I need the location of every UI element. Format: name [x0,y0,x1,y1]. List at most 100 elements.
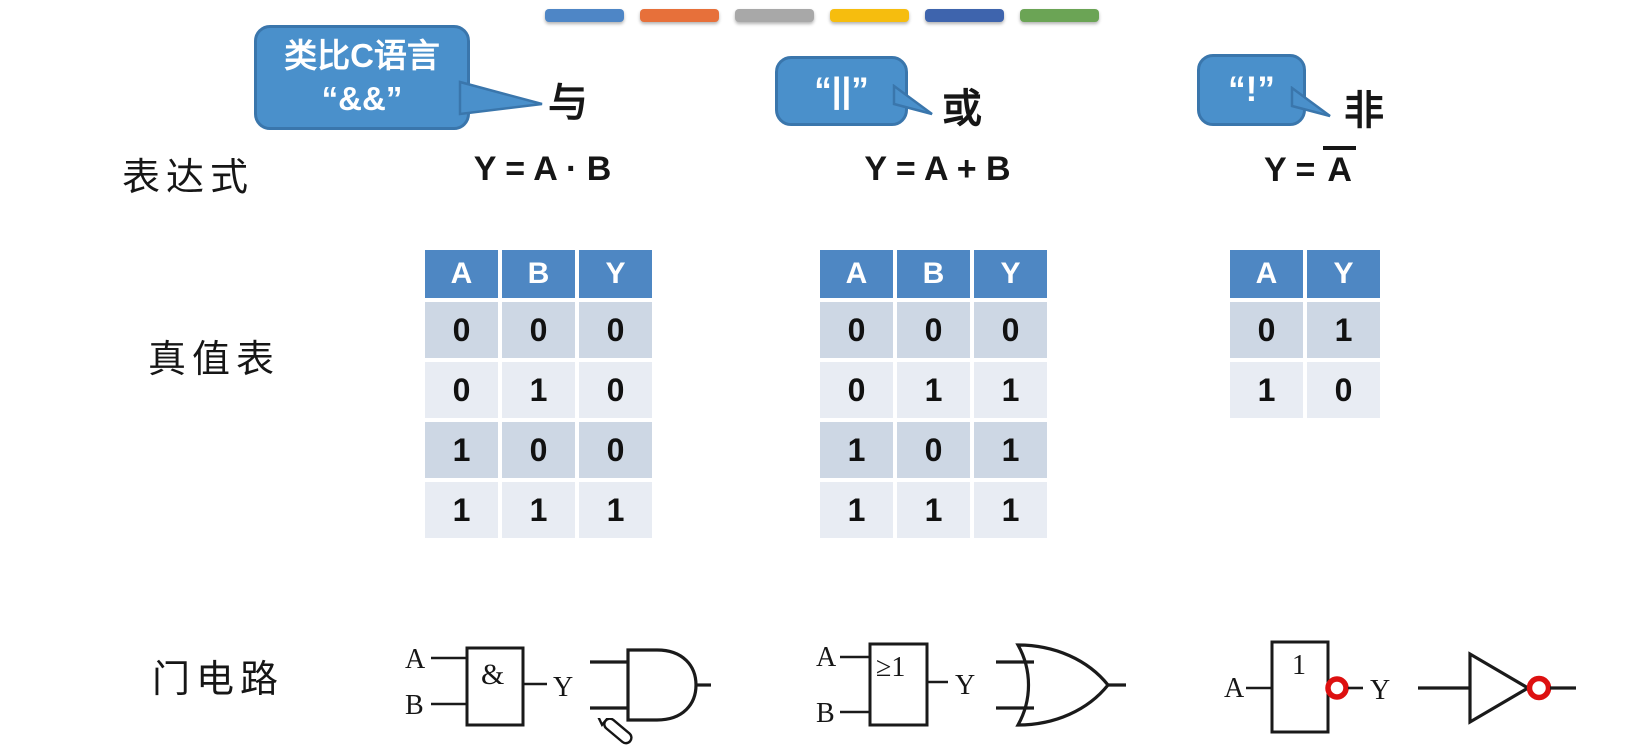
or-input-b-label: B [816,698,835,729]
and-gate-diagram: A B & Y [405,644,711,727]
callout-tail-icon [1290,86,1331,118]
callout-c-not-operator: “!” [1197,54,1306,126]
callout-tail-shape [1290,86,1331,118]
and-gate-iec-box [465,646,525,727]
operation-label-not: 非 [1344,89,1384,133]
or-gate-ansi-symbol [1015,643,1111,727]
not-gate-iec-symbol: 1 [1292,650,1306,681]
pencil-icon [594,718,633,745]
truth-table-cell: 1 [425,422,498,478]
and-output-y-label: Y [553,672,573,703]
truth-table-header-cell: A [1230,250,1303,298]
truth-table-cell: 0 [897,302,970,358]
and-input-b-label: B [405,690,424,721]
truth-table-cell: 1 [820,482,893,538]
truth-table-cell: 1 [897,482,970,538]
not-input-a-label: A [1224,673,1245,704]
truth-table-cell: 0 [425,362,498,418]
and-gate-ansi-symbol [626,648,698,722]
truth-table-header-cell: Y [579,250,652,298]
truth-table-cell: 0 [579,422,652,478]
row-label-gate-circuit: 门电路 [152,659,285,701]
callout-tail-shape [458,80,543,116]
truth-table-header-cell: B [897,250,970,298]
truth-table-cell: 0 [502,422,575,478]
truth-table-cell: 1 [897,362,970,418]
or-gate-diagram: A B ≥1 Y [816,642,1126,729]
or-gate-iec-box [868,642,929,727]
callout-text-line1: 类比C语言 [284,36,440,74]
truth-table-cell: 1 [974,482,1047,538]
not-ansi-inversion-bubble-icon [1526,675,1552,701]
row-label-expression: 表达式 [122,157,255,199]
not-gate-ansi-triangle [1468,651,1532,725]
callout-tail-shape [892,84,933,116]
truth-table-header-cell: Y [974,250,1047,298]
truth-table-cell: 0 [579,302,652,358]
expression-not: Y =A [1225,146,1395,190]
truth-table-cell: 1 [820,422,893,478]
truth-table-cell: 1 [1307,302,1380,358]
truth-table-cell: 1 [974,362,1047,418]
expression-and: Y = A · B [473,150,612,188]
callout-c-and-operator: 类比C语言 “&&” [254,25,470,130]
expression-or: Y = A + B [864,150,1011,188]
truth-table-cell: 0 [897,422,970,478]
top-color-bars [545,9,1099,22]
truth-table-cell: 1 [579,482,652,538]
callout-tail-icon [458,80,543,116]
and-input-a-label: A [405,644,426,675]
color-bar-blue [545,9,624,22]
not-gate-diagram: A 1 Y [1224,640,1576,734]
pencil-tip [594,718,612,728]
callout-text-line1: “!” [1228,70,1275,110]
operation-label-or: 或 [942,87,982,131]
truth-table-cell: 0 [974,302,1047,358]
truth-table-cell: 0 [425,302,498,358]
or-gate-iec-symbol: ≥1 [876,652,905,683]
truth-table-cell: 0 [820,362,893,418]
truth-table-cell: 1 [502,362,575,418]
truth-table-cell: 1 [974,422,1047,478]
pencil-body [603,718,633,745]
callout-text-line2: “&&” [321,79,403,117]
color-bar-darkblue [925,9,1004,22]
callout-c-or-operator: “||” [775,56,908,126]
truth-table-header-cell: A [820,250,893,298]
callout-tail-icon [892,84,933,116]
or-output-y-label: Y [955,670,975,701]
truth-table-cell: 0 [1307,362,1380,418]
color-bar-green [1020,9,1099,22]
color-bar-yellow [830,9,909,22]
truth-table-header-cell: A [425,250,498,298]
operation-label-and: 与 [548,81,588,125]
truth-table-cell: 1 [502,482,575,538]
truth-table-header-cell: B [502,250,575,298]
truth-table-cell: 0 [820,302,893,358]
truth-table-header-cell: Y [1307,250,1380,298]
truth-table-cell: 1 [425,482,498,538]
expression-not-overlined-a: A [1323,146,1356,190]
callout-text-line1: “||” [814,71,869,111]
or-input-a-label: A [816,642,837,673]
color-bar-gray [735,9,814,22]
truth-table-cell: 0 [502,302,575,358]
truth-table-cell: 0 [1230,302,1303,358]
truth-table-cell: 1 [1230,362,1303,418]
row-label-truth-table: 真值表 [148,339,281,381]
color-bar-orange [640,9,719,22]
